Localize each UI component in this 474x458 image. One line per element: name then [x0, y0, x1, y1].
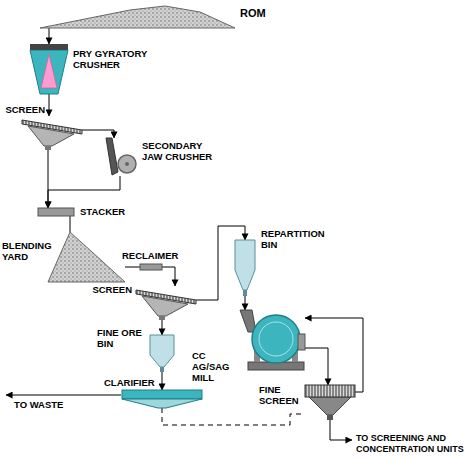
flow-connector: [162, 320, 163, 335]
mill-shell: [259, 322, 293, 356]
destination-label: TO SCREENING AND CONCENTRATION UNITS: [356, 433, 470, 455]
equipment-label: SECONDARY JAW CRUSHER: [142, 140, 222, 162]
equipment-node: FINE SCREEN: [305, 385, 355, 420]
bin-body: [235, 240, 255, 290]
flow-connector: [162, 372, 163, 390]
flow-connector: [70, 216, 71, 232]
flow-connector: [162, 408, 305, 425]
jaw-plate: [106, 138, 118, 175]
crusher-mantle: [41, 54, 57, 88]
equipment-icon: [235, 240, 255, 296]
equipment-node: CLARIFIER: [122, 390, 202, 408]
flow-connector: [245, 296, 246, 310]
waste-line: [6, 395, 121, 396]
flow-connector: [305, 348, 328, 385]
destination-label: TO WASTE: [14, 399, 63, 410]
equipment-node: SECONDARY JAW CRUSHER: [104, 138, 136, 176]
equipment-icon: [104, 138, 136, 176]
screen-spout: [45, 146, 51, 150]
equipment-icon: [140, 264, 162, 270]
equipment-label: BLENDING YARD: [2, 240, 48, 262]
equipment-node: SCREEN: [22, 116, 82, 150]
equipment-icon: [150, 335, 174, 372]
flow-connector: [48, 150, 49, 208]
equipment-icon: [305, 385, 355, 420]
equipment-node: BLENDING YARD: [48, 232, 125, 282]
blending-pile: [48, 232, 125, 282]
clarifier-cone: [122, 399, 202, 408]
stacker-boom: [38, 208, 74, 216]
flow-connector: [305, 318, 363, 392]
equipment-label: RECLAIMER: [122, 250, 178, 261]
equipment-icon: [30, 44, 68, 94]
screen-hopper: [309, 397, 351, 415]
bin-body: [150, 335, 174, 367]
equipment-node: RECLAIMER: [140, 264, 162, 270]
equipment-node: SCREEN: [136, 286, 196, 320]
flow-connector: [162, 267, 175, 286]
reclaimer-bar: [140, 264, 162, 270]
flow-connector: [125, 267, 140, 268]
equipment-icon: [38, 208, 74, 216]
ore-pile: [40, 6, 235, 28]
equipment-label: FINE SCREEN: [259, 384, 301, 406]
screen-deck: [136, 290, 196, 304]
screen-deck: [22, 120, 82, 134]
bin-spout: [160, 367, 164, 372]
equipment-label: SCREEN: [92, 284, 132, 295]
product-line: [330, 420, 352, 440]
flow-connector: [49, 94, 50, 116]
flywheel-hub: [125, 162, 129, 166]
crusher-spider: [30, 44, 68, 50]
equipment-node: REPARTITION BIN: [235, 240, 255, 296]
screen-spout: [327, 415, 333, 420]
equipment-icon: [48, 232, 125, 282]
equipment-node: FINE ORE BIN: [150, 335, 174, 372]
equipment-label: REPARTITION BIN: [261, 228, 333, 250]
equipment-label: ROM: [240, 8, 266, 19]
crusher-body: [30, 50, 68, 94]
bin-spout: [243, 290, 247, 296]
flow-connector: [49, 28, 50, 44]
equipment-icon: [22, 116, 82, 150]
clarifier-tank: [122, 390, 202, 399]
equipment-label: STACKER: [80, 206, 125, 217]
equipment-node: PRY GYRATORY CRUSHER: [30, 44, 68, 94]
equipment-label: SCREEN: [5, 104, 45, 115]
equipment-icon: [40, 4, 235, 28]
equipment-label: PRY GYRATORY CRUSHER: [73, 48, 157, 70]
screen-deck: [305, 385, 355, 397]
equipment-node: CC AG/SAG MILL: [240, 310, 305, 370]
flywheel: [118, 155, 136, 173]
equipment-node: ROM: [40, 4, 235, 28]
equipment-icon: [122, 390, 202, 408]
equipment-icon: [240, 310, 305, 370]
equipment-label: FINE ORE BIN: [97, 327, 145, 349]
flow-connector: [82, 130, 114, 138]
equipment-label: CC AG/SAG MILL: [192, 350, 236, 383]
equipment-icon: [136, 286, 196, 320]
equipment-label: CLARIFIER: [104, 377, 155, 388]
mill-drum: [252, 315, 300, 363]
flow-connector: [48, 176, 120, 208]
equipment-node: STACKER: [38, 208, 74, 216]
screen-spout: [159, 316, 165, 320]
trunnion: [298, 334, 305, 350]
